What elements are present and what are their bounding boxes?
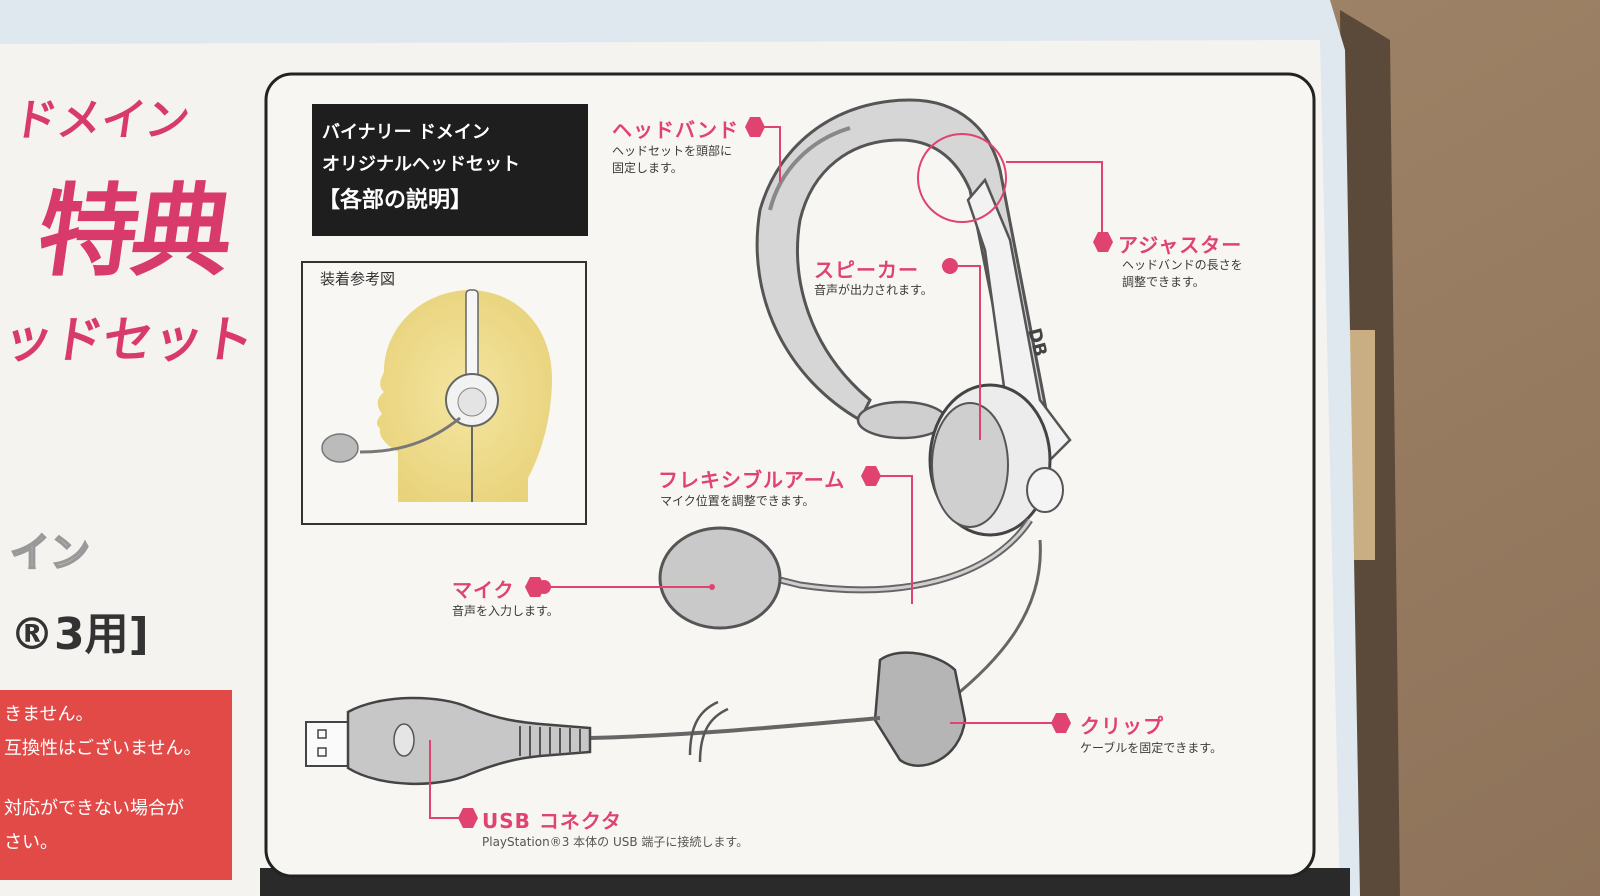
- ps3-label: ®3用]: [10, 609, 149, 660]
- warning-line-3: 対応ができない場合が: [4, 798, 184, 819]
- warning-text: きません。 互換性はございません。 対応ができない場合が さい。: [0, 700, 232, 854]
- cable-break: [688, 700, 729, 763]
- left-title-1: ドメイン: [9, 95, 193, 146]
- usb-title: USB コネクタ: [482, 809, 623, 833]
- mini-mic-arm: [359, 416, 461, 454]
- flex-arm-inner: [779, 519, 1032, 592]
- clip-body: [873, 651, 967, 767]
- headband-slot: [768, 126, 851, 211]
- mic-desc-1: 音声を入力します。: [452, 604, 559, 618]
- mini-speaker-inner: [457, 387, 487, 417]
- usb-grip-ridges: [519, 726, 581, 756]
- headband-title: ヘッドバンド: [612, 118, 739, 142]
- warning-block: [0, 690, 232, 880]
- warning-line-4: さい。: [4, 832, 58, 853]
- arm-desc-1: マイク位置を調整できます。: [660, 494, 815, 508]
- headband-desc-1: ヘッドセットを頭部に: [612, 144, 733, 158]
- clip-title: クリップ: [1080, 714, 1164, 738]
- title-line-3: 【各部の説明】: [318, 188, 473, 213]
- usb-desc-1: PlayStation®3 本体の USB 端子に接続します。: [482, 835, 749, 849]
- left-title-2: 特典: [30, 173, 235, 290]
- usb-logo-oval: [393, 723, 415, 757]
- mini-mic: [321, 433, 359, 463]
- arm-title: フレキシブルアーム: [658, 468, 846, 492]
- title-line-1: バイナリー ドメイン: [322, 122, 490, 143]
- title-line-2: オリジナルヘッドセット: [322, 154, 520, 175]
- speaker-title: スピーカー: [814, 258, 919, 282]
- reference-label: 装着参考図: [320, 270, 396, 288]
- adjuster-title: アジャスター: [1118, 233, 1243, 257]
- usb-metal: [305, 721, 349, 767]
- left-logo-part: イン: [9, 529, 91, 577]
- callout-lines: [429, 126, 1103, 819]
- mic-ball: [658, 526, 782, 630]
- mic-title: マイク: [452, 578, 515, 602]
- usb-body: [346, 696, 592, 786]
- clip-desc-1: ケーブルを固定できます。: [1080, 741, 1223, 755]
- callout-dots: [458, 117, 1113, 828]
- adjuster-desc-2: 調整できます。: [1122, 275, 1205, 289]
- usb-hole-2: [317, 747, 327, 757]
- adjuster-desc-1: ヘッドバンドの長さを: [1122, 258, 1243, 272]
- speaker-pad: [931, 402, 1009, 528]
- title-box: バイナリー ドメイン オリジナルヘッドセット 【各部の説明】: [312, 104, 588, 236]
- speaker-desc-1: 音声が出力されます。: [814, 283, 933, 297]
- cable-down: [949, 539, 1042, 702]
- warning-line-1: きません。: [4, 704, 94, 725]
- headband: [755, 98, 1052, 442]
- usb-hole-1: [317, 729, 327, 739]
- speaker-knob: [1026, 467, 1064, 513]
- warning-line-2: 互換性はございません。: [4, 738, 202, 759]
- arm-dot: [709, 584, 715, 590]
- left-title-3: ッドセット: [0, 311, 258, 369]
- cable-long: [589, 716, 881, 740]
- headband-desc-2: 固定します。: [612, 161, 683, 175]
